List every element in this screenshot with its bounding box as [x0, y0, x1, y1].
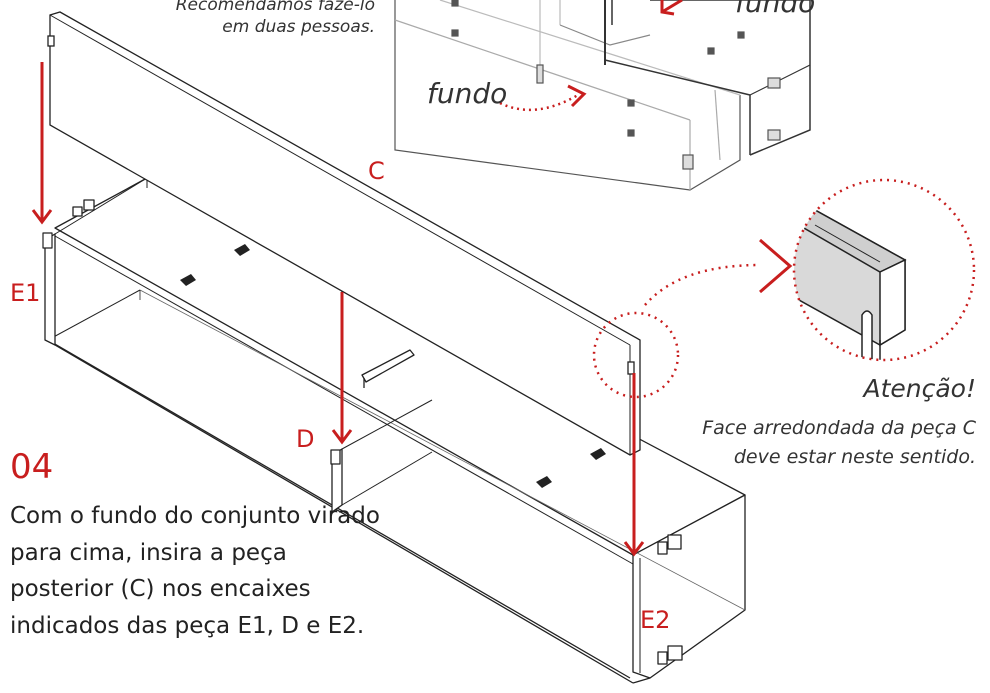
label-piece-c: C	[368, 157, 385, 185]
label-piece-e1: E1	[10, 279, 41, 307]
step-instruction: Com o fundo do conjunto virado para cima…	[10, 503, 380, 639]
label-fundo-mid: fundo	[427, 77, 508, 110]
piece-c-panel	[47, 11, 641, 456]
cabinet-main-illustration	[42, 177, 746, 684]
insert-arrows	[31, 62, 645, 557]
recommendation-line-2: em duas pessoas.	[222, 17, 375, 37]
detail-callout-small	[592, 311, 680, 399]
inset-fundo-arrow-top	[660, 0, 683, 16]
callout-arrow	[759, 238, 793, 294]
recommendation-note: Recomendamos fazê-lo em duas pessoas.	[176, 0, 375, 38]
label-fundo-top: fundo	[735, 0, 816, 19]
attention-title: Atenção!	[863, 374, 976, 403]
label-piece-e2: E2	[640, 606, 671, 634]
step-number: 04	[10, 447, 54, 487]
recommendation-line-1: Recomendamos fazê-lo	[175, 0, 375, 15]
detail-callout-large	[792, 178, 976, 362]
callout-connector	[644, 263, 761, 306]
inset-fundo-arrow-mid	[499, 84, 587, 112]
attention-text: Face arredondada da peça C deve estar ne…	[702, 417, 976, 468]
label-piece-d: D	[296, 425, 315, 453]
rounded-face-detail	[794, 209, 907, 360]
inset-cabinet-illustration	[394, 0, 811, 191]
